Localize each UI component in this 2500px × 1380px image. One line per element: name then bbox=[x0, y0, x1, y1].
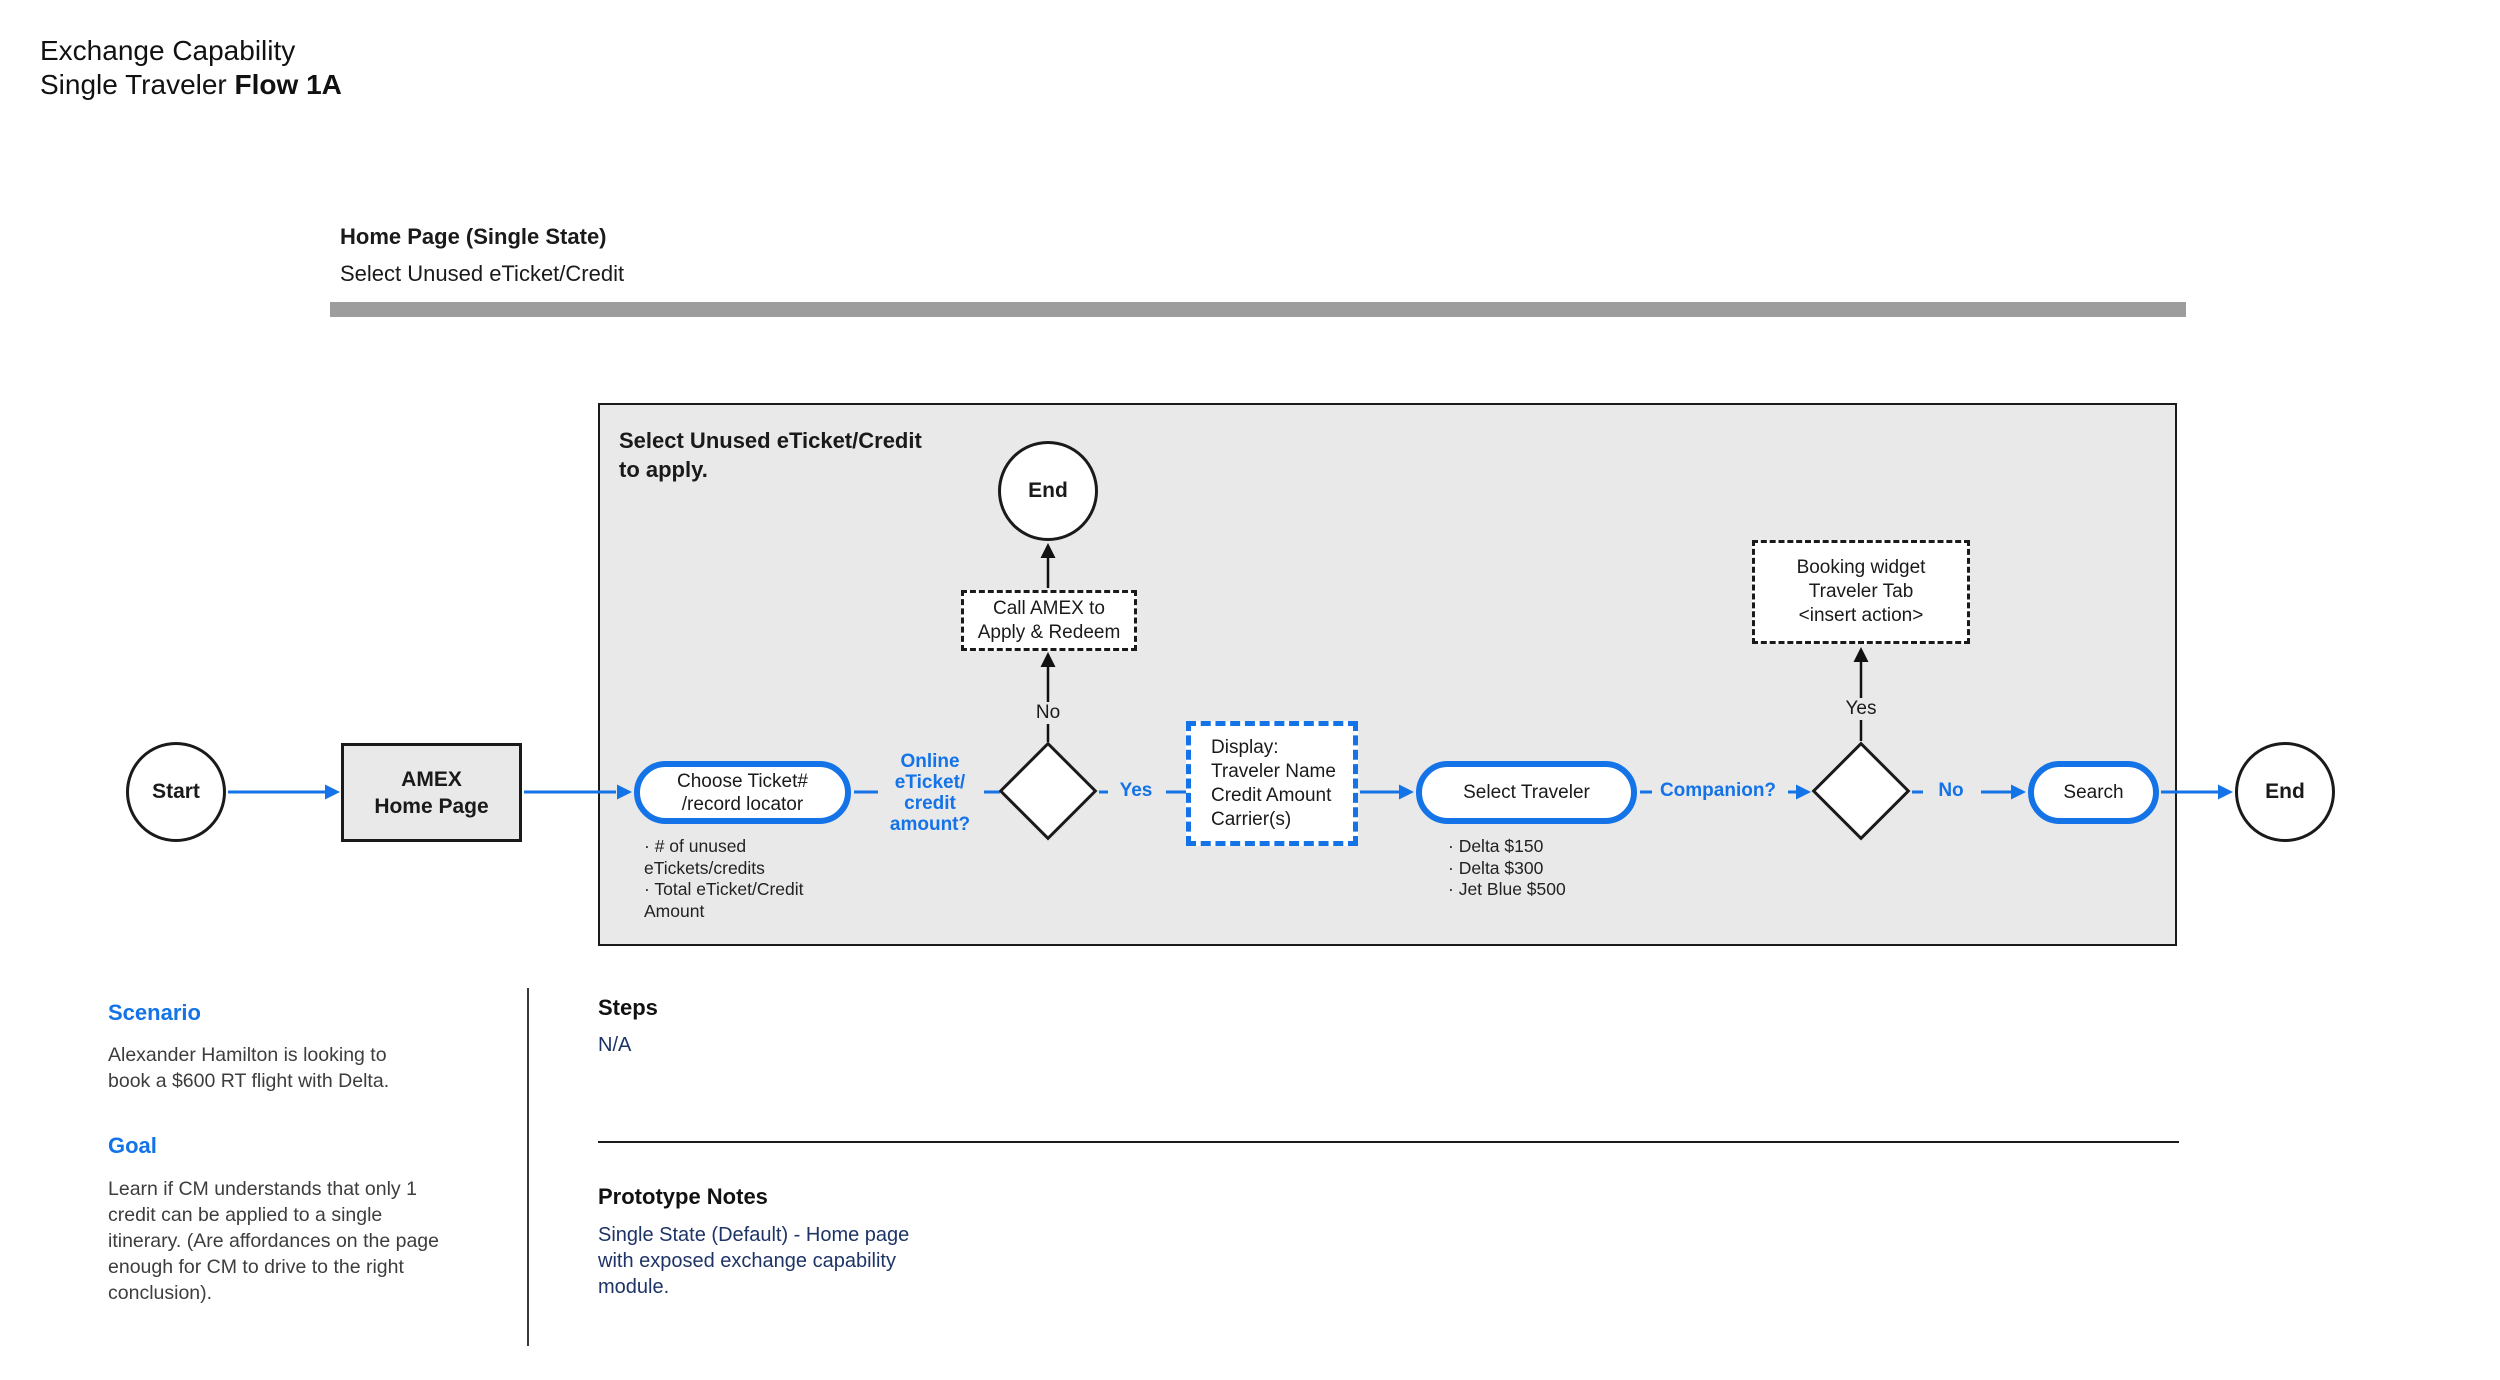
prototype-notes-heading: Prototype Notes bbox=[598, 1184, 768, 1209]
section-heading: Home Page (Single State) bbox=[340, 224, 607, 249]
choose-ticket-notes: · # of unused eTickets/credits · Total e… bbox=[644, 836, 804, 921]
end-node-top: End bbox=[998, 441, 1098, 541]
decision1-yes-label: Yes bbox=[1119, 780, 1153, 801]
flow-panel bbox=[598, 403, 2177, 946]
section-subheading: Select Unused eTicket/Credit bbox=[340, 261, 625, 286]
booking-widget-node: Booking widget Traveler Tab <insert acti… bbox=[1752, 540, 1970, 644]
section-divider-bar bbox=[330, 302, 2186, 317]
horizontal-rule bbox=[598, 1141, 2179, 1143]
page-title-line2: Single Traveler Flow 1A bbox=[40, 69, 342, 100]
choose-ticket-node: Choose Ticket# /record locator bbox=[634, 761, 851, 824]
goal-body: Learn if CM understands that only 1 cred… bbox=[108, 1178, 439, 1304]
select-traveler-notes: · Delta $150 · Delta $300 · Jet Blue $50… bbox=[1448, 836, 1566, 899]
decision2-no-label: No bbox=[1938, 780, 1964, 801]
display-info-node: Display: Traveler Name Credit Amount Car… bbox=[1186, 721, 1358, 846]
scenario-heading: Scenario bbox=[108, 1000, 201, 1025]
steps-heading: Steps bbox=[598, 995, 658, 1020]
amex-home-page-node: AMEX Home Page bbox=[341, 743, 522, 842]
connector-start-to-amex bbox=[228, 784, 340, 800]
goal-heading: Goal bbox=[108, 1133, 157, 1158]
page-title: Exchange Capability Single Traveler Flow… bbox=[40, 34, 342, 102]
vertical-divider bbox=[527, 988, 529, 1346]
flow-panel-heading: Select Unused eTicket/Credit to apply. bbox=[619, 428, 922, 482]
prototype-notes-body: Single State (Default) - Home page with … bbox=[598, 1224, 910, 1298]
select-traveler-node: Select Traveler bbox=[1416, 761, 1637, 824]
flow-id: Flow 1A bbox=[234, 69, 342, 100]
call-amex-node: Call AMEX to Apply & Redeem bbox=[961, 590, 1137, 651]
decision2-yes-label: Yes bbox=[1835, 698, 1887, 720]
search-node: Search bbox=[2028, 761, 2159, 824]
steps-value: N/A bbox=[598, 1034, 632, 1056]
scenario-body: Alexander Hamilton is looking to book a … bbox=[108, 1044, 390, 1092]
end-node-right: End bbox=[2235, 742, 2335, 842]
start-node: Start bbox=[126, 742, 226, 842]
decision1-no-label: No bbox=[1020, 702, 1076, 724]
page-title-line1: Exchange Capability bbox=[40, 35, 296, 66]
online-amount-question-label: Online eTicket/ credit amount? bbox=[889, 751, 971, 835]
companion-question-label: Companion? bbox=[1659, 780, 1777, 801]
